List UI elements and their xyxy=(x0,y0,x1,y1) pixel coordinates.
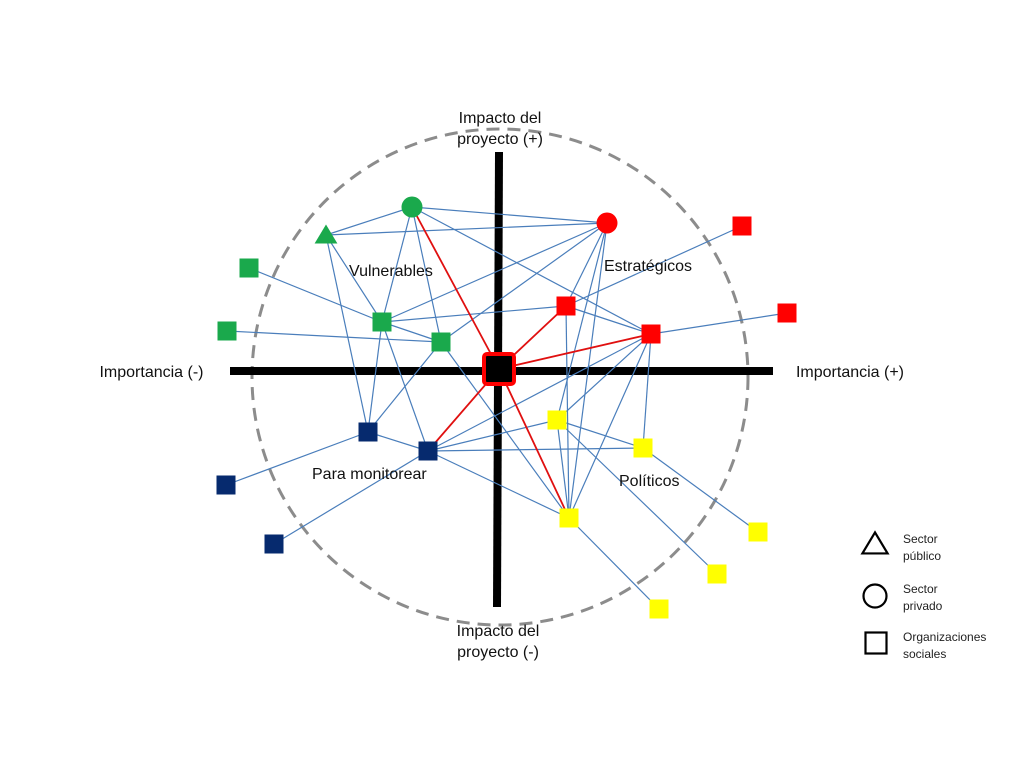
axis-label-right: Importancia (+) xyxy=(795,364,905,381)
legend-label-triangle: Sector público xyxy=(903,532,942,563)
edge-g_circle-g_sq_b xyxy=(411,206,442,343)
stakeholder-node-r_sq_far_right xyxy=(777,303,797,323)
stakeholder-node-y_sq_c xyxy=(559,508,579,528)
edge-g_sq_far_top-g_sq_a xyxy=(248,267,383,323)
stakeholder-node-g_sq_far_top xyxy=(239,258,259,278)
stakeholder-node-g_sq_a xyxy=(372,312,392,332)
center-edge-g_circle xyxy=(411,206,500,370)
quadrant-label-top-left: Vulnerables xyxy=(349,263,433,280)
edge-g_sq_a-g_sq_b xyxy=(381,321,442,343)
edge-r_sq_a-y_sq_c xyxy=(565,305,570,519)
edge-r_circle-y_sq_c xyxy=(568,222,608,519)
edge-g_sq_b-y_sq_c xyxy=(440,341,570,519)
edge-g_triangle-n_sq_a xyxy=(325,234,369,433)
stakeholder-node-y_sq_far_b xyxy=(707,564,727,584)
stakeholder-node-r_sq_a xyxy=(556,296,576,316)
edge-r_circle-y_sq_a xyxy=(556,222,608,421)
edges-layer xyxy=(225,206,788,610)
edge-g_sq_a-r_circle xyxy=(381,222,608,323)
edge-n_sq_b-y_sq_a xyxy=(427,419,558,452)
edge-r_sq_b-y_sq_c xyxy=(568,333,652,519)
edge-n_sq_b-y_sq_b xyxy=(427,447,644,452)
edge-y_sq_a-y_sq_far_b xyxy=(556,419,718,575)
edge-y_sq_a-y_sq_c xyxy=(556,419,570,519)
edge-g_sq_a-n_sq_a xyxy=(367,321,383,433)
legend-circle-icon xyxy=(862,583,888,609)
edge-g_circle-g_triangle xyxy=(325,206,413,236)
stakeholder-node-n_sq_a xyxy=(358,422,378,442)
stakeholder-node-g_sq_b xyxy=(431,332,451,352)
edge-g_circle-g_sq_a xyxy=(381,206,413,323)
legend-label-square: Organizaciones sociales xyxy=(903,630,987,661)
stakeholder-node-n_sq_far_a xyxy=(216,475,236,495)
stakeholder-node-g_sq_far_mid xyxy=(217,321,237,341)
center-edge-r_sq_b xyxy=(498,333,652,370)
edge-r_circle-r_sq_a xyxy=(565,222,608,307)
edge-r_sq_a-r_sq_b xyxy=(565,305,652,335)
legend-triangle-icon xyxy=(860,530,890,555)
legend-label-circle: Sector privado xyxy=(903,582,943,613)
edge-r_sq_b-y_sq_b xyxy=(642,333,652,449)
edge-g_sq_far_mid-g_sq_b xyxy=(226,330,442,343)
stakeholder-node-y_sq_b xyxy=(633,438,653,458)
edge-g_circle-r_sq_b xyxy=(411,206,652,335)
legend-shapes xyxy=(860,530,890,655)
center-node xyxy=(482,352,516,386)
nodes-layer xyxy=(216,196,797,619)
quadrant-label-bottom-left: Para monitorear xyxy=(312,466,427,483)
edge-g_triangle-g_sq_a xyxy=(325,234,383,323)
edge-y_sq_b-y_sq_far_a xyxy=(642,447,759,533)
legend-square-icon xyxy=(864,631,888,655)
axis-label-top: Impacto del proyecto (+) xyxy=(457,110,543,148)
edge-n_sq_b-y_sq_c xyxy=(427,450,570,519)
edge-r_sq_b-n_sq_b xyxy=(427,333,652,452)
edge-y_sq_a-y_sq_b xyxy=(556,419,644,449)
edge-r_circle-g_sq_b xyxy=(440,222,608,343)
stakeholder-node-r_sq_far_top xyxy=(732,216,752,236)
stakeholder-node-y_sq_far_c xyxy=(649,599,669,619)
stakeholder-node-n_sq_b xyxy=(418,441,438,461)
stakeholder-node-g_triangle xyxy=(314,224,338,244)
axis-label-bottom: Impacto del proyecto (-) xyxy=(456,623,540,661)
quadrant-label-bottom-right: Políticos xyxy=(619,473,680,490)
center-edge-y_sq_c xyxy=(498,368,570,519)
stakeholder-node-y_sq_a xyxy=(547,410,567,430)
stakeholder-node-n_sq_far_b xyxy=(264,534,284,554)
edge-g_triangle-r_circle xyxy=(325,222,608,236)
edge-r_sq_far_right-r_sq_b xyxy=(650,312,788,335)
edge-n_sq_a-n_sq_b xyxy=(367,431,429,452)
quadrant-label-top-right: Estratégicos xyxy=(604,258,693,275)
edge-y_sq_c-y_sq_far_c xyxy=(568,517,660,610)
stakeholder-node-y_sq_far_a xyxy=(748,522,768,542)
axis-label-left: Importancia (-) xyxy=(99,364,204,381)
edge-n_sq_b-n_sq_far_b xyxy=(273,450,429,545)
edge-r_sq_far_top-r_sq_a xyxy=(565,225,743,307)
edge-n_sq_a-n_sq_far_a xyxy=(225,431,369,486)
edge-g_circle-r_circle xyxy=(411,206,608,224)
edge-g_sq_a-r_sq_a xyxy=(381,305,567,323)
edge-g_sq_b-n_sq_a xyxy=(367,341,442,433)
stakeholder-node-g_circle xyxy=(401,196,423,218)
stakeholder-node-r_circle xyxy=(596,212,618,234)
stakeholder-node-r_sq_b xyxy=(641,324,661,344)
boundary-circle xyxy=(250,127,750,627)
edge-r_sq_b-y_sq_a xyxy=(556,333,652,421)
